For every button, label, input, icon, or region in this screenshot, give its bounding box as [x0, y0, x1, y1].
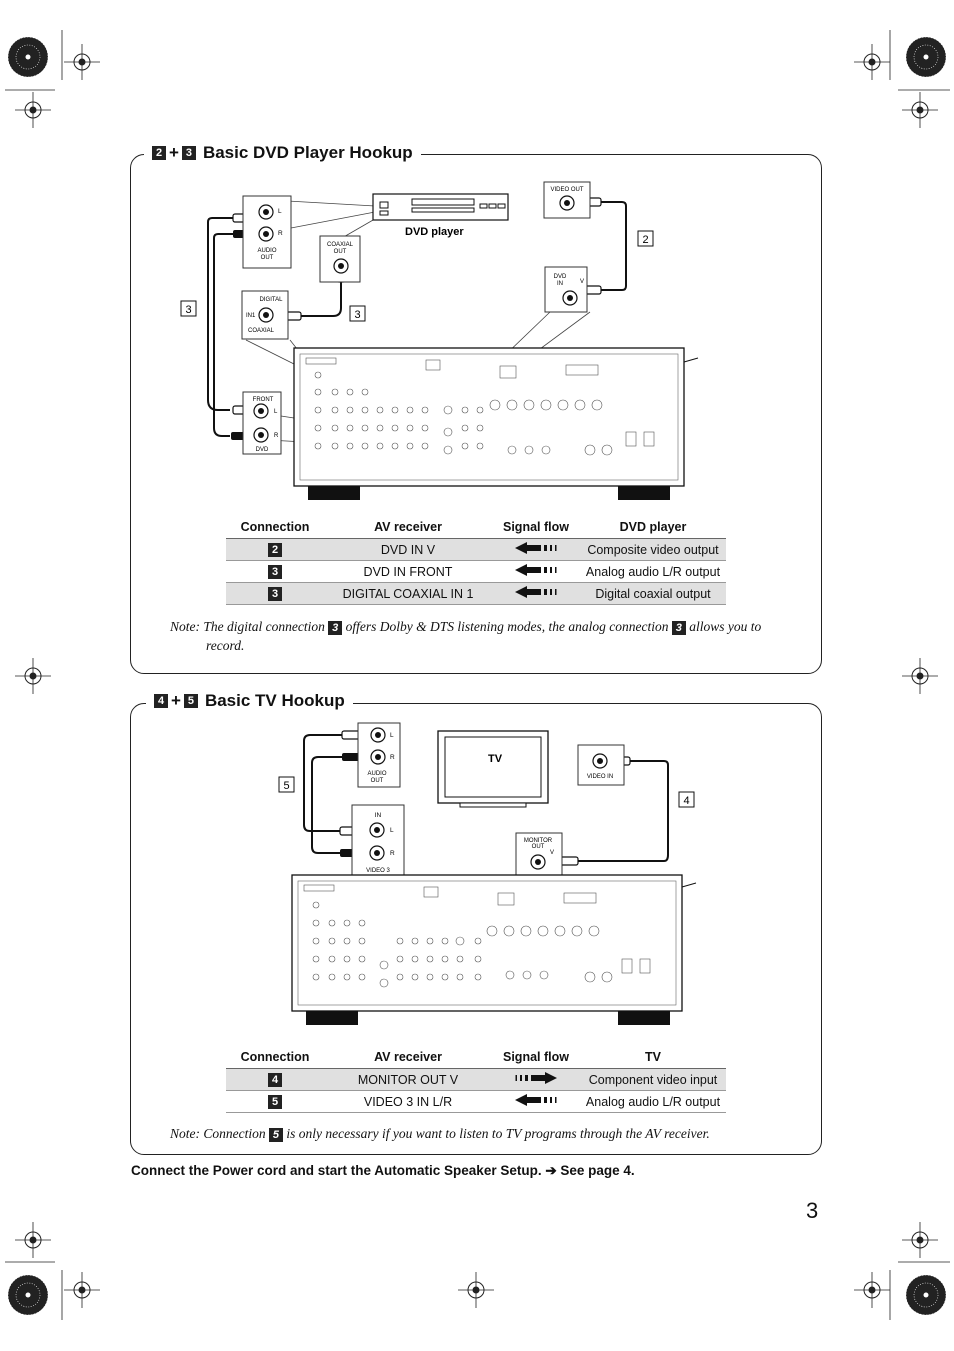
svg-text:DVD: DVD	[554, 274, 567, 280]
dvd-note: Note: The digital connection 3 offers Do…	[170, 619, 762, 653]
callout-2: 2	[642, 234, 648, 246]
svg-text:R: R	[274, 433, 279, 439]
table-row: 3 DIGITAL COAXIAL IN 1 Digital coaxial o…	[226, 582, 726, 605]
svg-text:OUT: OUT	[261, 255, 274, 261]
section-title: Basic TV Hookup	[204, 691, 345, 710]
col-connection: Connection	[226, 1048, 324, 1069]
svg-text:DIGITAL: DIGITAL	[260, 297, 284, 303]
svg-text:MONITOR: MONITOR	[524, 838, 553, 844]
page-number: 3	[806, 1198, 819, 1223]
svg-text:V: V	[580, 279, 584, 285]
step-badge: 2	[152, 146, 166, 160]
col-connection: Connection	[226, 518, 324, 539]
svg-text:AUDIO: AUDIO	[257, 248, 276, 254]
tv-hookup-panel	[130, 703, 822, 1155]
receiver-rear-panel	[291, 874, 697, 1025]
dvd-connection-table: Connection AV receiver Signal flow DVD p…	[226, 518, 726, 605]
svg-text:COAXIAL: COAXIAL	[327, 242, 354, 248]
callout-3: 3	[185, 304, 191, 316]
tv-icon: TV	[437, 730, 549, 808]
callout-4: 4	[683, 795, 689, 807]
dvd-player-label: DVD player	[405, 226, 464, 238]
table-row: 5 VIDEO 3 IN L/R Analog audio L/R output	[226, 1090, 726, 1113]
section-title: Basic DVD Player Hookup	[202, 143, 413, 162]
table-row: 4 MONITOR OUT V Component video input	[226, 1068, 726, 1091]
svg-text:L: L	[390, 827, 394, 834]
svg-text:OUT: OUT	[532, 844, 545, 850]
arrow-left-icon	[515, 1094, 557, 1106]
svg-text:VIDEO OUT: VIDEO OUT	[550, 187, 583, 193]
setup-instruction: Connect the Power cord and start the Aut…	[131, 1163, 635, 1178]
svg-text:FRONT: FRONT	[253, 397, 274, 403]
svg-text:L: L	[390, 732, 394, 739]
tv-note: Note: Connection 5 is only necessary if …	[170, 1126, 710, 1142]
svg-text:L: L	[274, 409, 278, 415]
svg-text:VIDEO IN: VIDEO IN	[587, 774, 613, 780]
arrow-left-icon	[515, 542, 557, 554]
tv-connection-table: Connection AV receiver Signal flow TV 4 …	[226, 1048, 726, 1113]
dvd-hookup-title: 2 + 3 Basic DVD Player Hookup	[144, 143, 421, 163]
svg-text:OUT: OUT	[371, 778, 384, 784]
callout-3: 3	[354, 309, 360, 321]
svg-text:IN: IN	[557, 281, 563, 287]
arrow-right-icon	[515, 1072, 557, 1084]
col-device: TV	[580, 1048, 726, 1069]
col-av-receiver: AV receiver	[324, 518, 492, 539]
receiver-rear-panel	[293, 347, 699, 500]
svg-text:COAXIAL: COAXIAL	[248, 328, 275, 334]
table-row: 3 DVD IN FRONT Analog audio L/R output	[226, 560, 726, 583]
svg-text:IN1: IN1	[246, 313, 256, 319]
step-badge: 3	[181, 146, 196, 160]
svg-text:DVD: DVD	[256, 447, 269, 453]
step-badge: 5	[183, 694, 198, 708]
svg-text:AUDIO: AUDIO	[367, 771, 386, 777]
tv-hookup-diagram: L R AUDIO OUT TV VIDEO IN IN L R VIDEO 3…	[278, 722, 697, 1025]
svg-text:VIDEO 3: VIDEO 3	[366, 868, 390, 874]
col-signal-flow: Signal flow	[492, 518, 580, 539]
svg-text:IN: IN	[375, 812, 382, 819]
svg-text:R: R	[390, 850, 395, 857]
arrow-left-icon	[515, 564, 557, 576]
table-row: 2 DVD IN V Composite video output	[226, 538, 726, 561]
svg-text:OUT: OUT	[334, 249, 347, 255]
tv-label: TV	[488, 753, 503, 765]
svg-text:R: R	[390, 754, 395, 761]
dvd-hookup-diagram: DVD player L R AUDIO OUT COAXIAL OUT VID…	[180, 181, 699, 500]
col-device: DVD player	[580, 518, 726, 539]
col-signal-flow: Signal flow	[492, 1048, 580, 1069]
arrow-left-icon	[515, 586, 557, 598]
step-badge: 4	[154, 694, 168, 708]
svg-text:L: L	[278, 208, 282, 215]
svg-text:R: R	[278, 230, 283, 237]
tv-hookup-title: 4 + 5 Basic TV Hookup	[146, 691, 353, 711]
dvd-hookup-panel	[130, 154, 822, 674]
svg-text:V: V	[550, 850, 554, 856]
col-av-receiver: AV receiver	[324, 1048, 492, 1069]
callout-5: 5	[283, 780, 289, 792]
